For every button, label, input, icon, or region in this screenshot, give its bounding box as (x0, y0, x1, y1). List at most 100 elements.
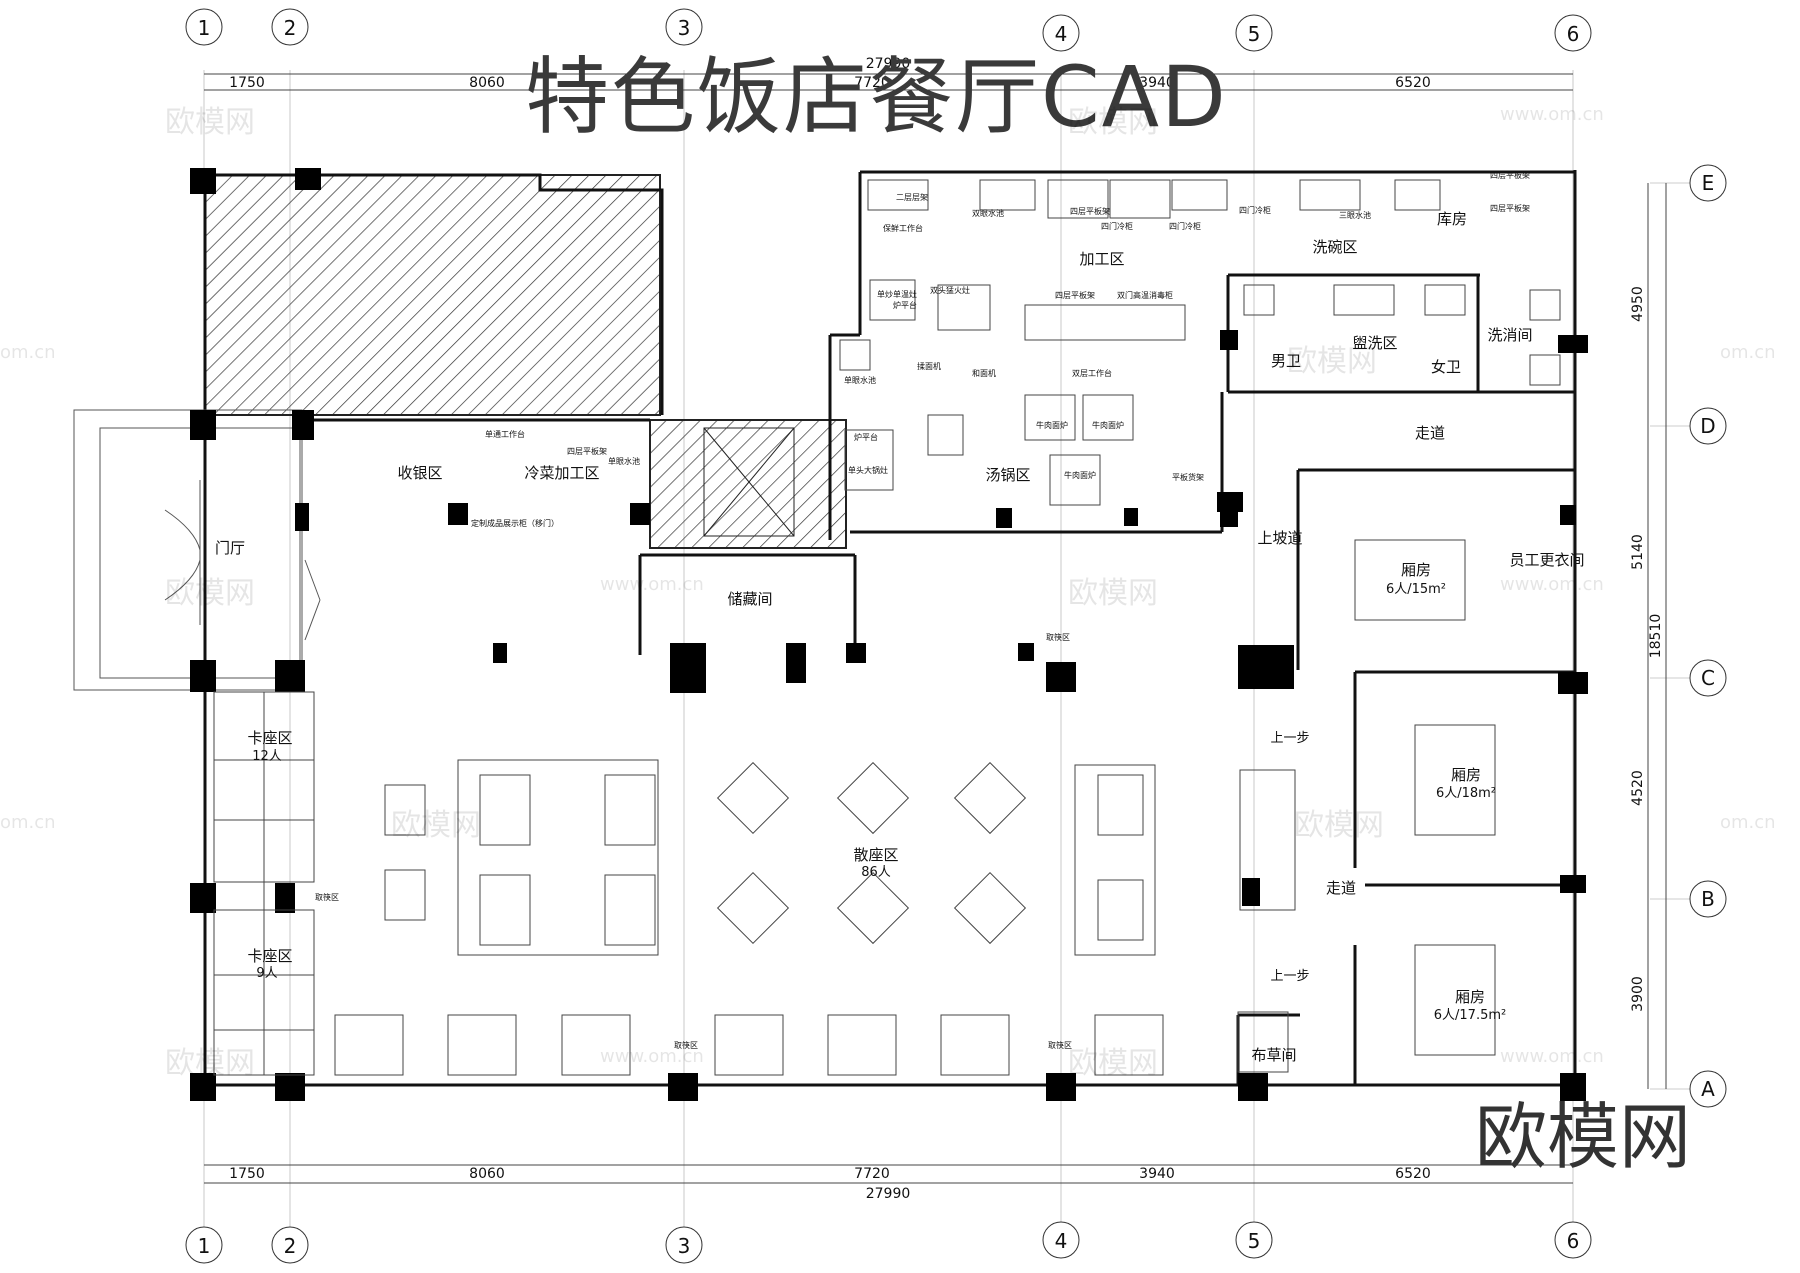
label-disinfect-cabinet: 双门高温消毒柜 (1117, 290, 1173, 300)
dim-top-2: 8060 (469, 75, 505, 91)
label-four-shelf-5: 四层平板架 (567, 446, 607, 456)
centre-diamond-tables (716, 761, 1027, 945)
dim-top-4: 3940 (1139, 75, 1175, 91)
label-chopsticks-3: 取筷区 (674, 1040, 698, 1050)
dim-top-3: 7720 (854, 75, 890, 91)
watermark-logo: 欧模网 (1287, 344, 1377, 379)
label-chopsticks-1: 取筷区 (1046, 632, 1070, 642)
watermark-logo: 欧模网 (1294, 808, 1384, 843)
grid-label-bottom-1: 1 (198, 1234, 211, 1258)
entrance-vestibule (73, 409, 321, 691)
label-linen: 布草间 (1251, 1046, 1296, 1064)
label-dough-mixer: 和面机 (972, 368, 996, 378)
label-single-wok: 单炒单温灶 (877, 289, 917, 299)
label-ramp: 上坡道 (1257, 529, 1302, 547)
hatched-void-upper-left (204, 174, 661, 416)
shaft-cross (703, 427, 795, 537)
grid-label-top-1: 1 (198, 16, 211, 40)
watermark-url: om.cn (1720, 342, 1776, 363)
label-processing: 加工区 (1079, 250, 1124, 268)
label-display-case: 定制成品展示柜（移门） (471, 518, 559, 528)
brand-watermark: 欧模网 (1475, 1095, 1692, 1179)
dim-right-4: 3900 (1630, 976, 1646, 1012)
label-cold-dish: 冷菜加工区 (524, 464, 599, 482)
dim-top-1: 1750 (229, 75, 265, 91)
grid-label-bottom-2: 2 (284, 1234, 297, 1258)
label-dining-hall-cap: 86人 (861, 865, 891, 880)
label-booth-2-cap: 9人 (256, 966, 277, 981)
grid-label-row-c: C (1701, 666, 1715, 690)
watermark-url: om.cn (0, 812, 56, 833)
grid-label-row-e: E (1702, 171, 1715, 195)
dim-bottom-total: 27990 (866, 1186, 911, 1202)
grid-label-top-4: 4 (1055, 22, 1068, 46)
grid-label-row-d: D (1700, 414, 1715, 438)
label-staff-locker: 员工更衣间 (1509, 551, 1584, 569)
watermark-url: om.cn (0, 342, 56, 363)
dim-right-1: 4950 (1630, 286, 1646, 322)
watermark-logo: 欧模网 (165, 105, 255, 140)
watermark-url: www.om.cn (1500, 574, 1604, 595)
label-womens: 女卫 (1431, 358, 1461, 376)
label-mens: 男卫 (1271, 352, 1301, 370)
label-dining-hall: 散座区 (853, 846, 898, 864)
grid-label-bottom-5: 5 (1248, 1229, 1261, 1253)
label-chopsticks-2: 取筷区 (315, 892, 339, 902)
grid-label-bottom-6: 6 (1567, 1229, 1580, 1253)
dim-right-3: 4520 (1630, 770, 1646, 806)
dim-right-2: 5140 (1630, 534, 1646, 570)
label-double-sink: 双眼水池 (972, 208, 1004, 218)
label-four-door-freezer-3: 四门冷柜 (1239, 205, 1271, 215)
label-single-sink: 单眼水池 (844, 375, 876, 385)
grid-label-row-a: A (1701, 1077, 1715, 1101)
label-flat-shelf: 平板货架 (1172, 472, 1204, 482)
watermark-logo: 欧模网 (1068, 576, 1158, 611)
label-noodle-press: 揉面机 (917, 361, 941, 371)
label-cashier: 收银区 (397, 464, 442, 482)
label-beef-stove-1: 牛肉面炉 (1036, 420, 1068, 430)
label-four-door-freezer-2: 四门冷柜 (1169, 221, 1201, 231)
dim-bottom-4: 3940 (1139, 1166, 1175, 1182)
watermark-url: www.om.cn (600, 574, 704, 595)
dim-bottom-2: 8060 (469, 1166, 505, 1182)
label-stove-table: 炉平台 (893, 300, 917, 310)
grid-label-top-6: 6 (1567, 22, 1580, 46)
label-beef-stove-3: 牛肉面炉 (1064, 470, 1096, 480)
watermark-logo: 欧模网 (165, 1046, 255, 1081)
label-four-door-freezer: 四门冷柜 (1101, 221, 1133, 231)
dim-bottom-5: 6520 (1395, 1166, 1431, 1182)
label-private-1-cap: 6人/15m² (1386, 582, 1446, 597)
grid-label-top-5: 5 (1248, 22, 1261, 46)
label-warehouse: 库房 (1437, 210, 1467, 228)
dim-bottom-3: 7720 (854, 1166, 890, 1182)
label-step-up-1: 上一步 (1270, 731, 1309, 746)
watermark-logo: 欧模网 (391, 808, 481, 843)
label-corridor-upper: 走道 (1415, 424, 1445, 442)
label-four-shelf: 四层平板架 (1070, 206, 1110, 216)
label-disinfection: 洗消间 (1487, 326, 1532, 344)
label-single-big-wok: 单头大锅灶 (848, 465, 888, 475)
label-booth-2: 卡座区 (247, 947, 292, 965)
grid-label-top-3: 3 (678, 16, 691, 40)
label-single-sink-2: 单眼水池 (608, 456, 640, 466)
exterior-walls (203, 170, 1577, 1090)
watermark-url: www.om.cn (1500, 104, 1604, 125)
booth-area-left (213, 691, 315, 1076)
label-chopsticks-4: 取筷区 (1048, 1040, 1072, 1050)
bottom-table-row (334, 1014, 1164, 1076)
watermark-url: www.om.cn (600, 1046, 704, 1067)
watermark-logo: 欧模网 (165, 576, 255, 611)
top-dimension-lines (204, 73, 1667, 1184)
private-room-tables (1354, 539, 1496, 1056)
dim-bottom-1: 1750 (229, 1166, 265, 1182)
grid-label-bottom-3: 3 (678, 1234, 691, 1258)
label-four-shelf-3: 四层平板架 (1490, 203, 1530, 213)
label-washroom: 盥洗区 (1352, 334, 1397, 352)
left-block-tables (384, 759, 1156, 956)
grid-label-bottom-4: 4 (1055, 1229, 1068, 1253)
grid-label-top-2: 2 (284, 16, 297, 40)
label-booth-1: 卡座区 (247, 729, 292, 747)
label-private-2-cap: 6人/18m² (1436, 786, 1496, 801)
page-title: 特色饭店餐厅CAD (525, 48, 1228, 146)
